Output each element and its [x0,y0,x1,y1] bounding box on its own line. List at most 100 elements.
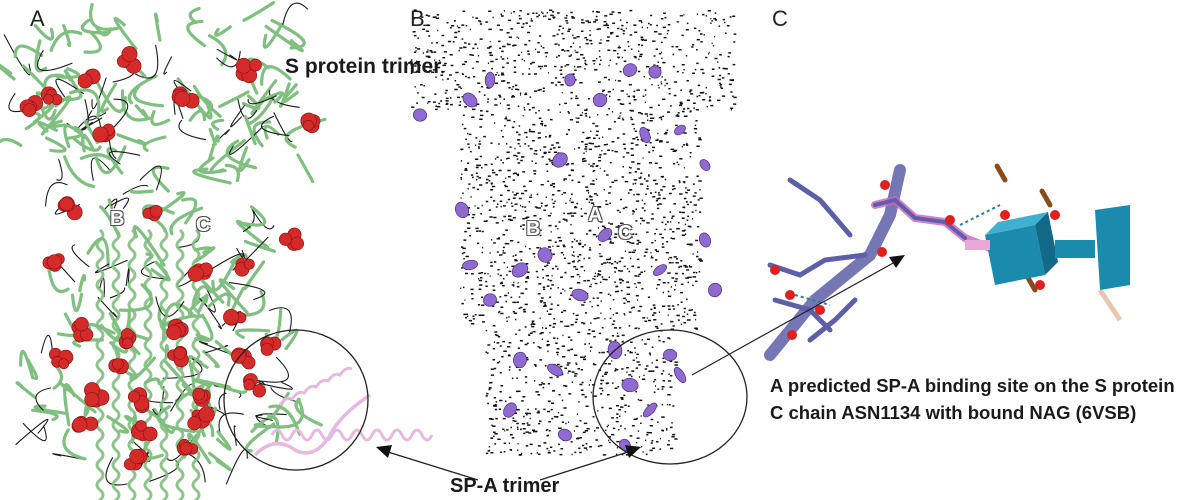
ribbon-strand [254,356,289,383]
panel-b-chain-a-label: A [588,204,603,226]
glycan-blob [121,46,138,63]
ribbon-strand [178,119,207,141]
glycan-blob [112,358,124,370]
glycan-blob [278,232,293,246]
glycan-blob [699,159,711,171]
ribbon-strand [108,312,129,354]
ribbon-strand [216,430,232,451]
ribbon-strand [228,282,266,301]
ribbon-strand [207,34,228,67]
glycan-blob [127,390,141,403]
ribbon-strand [150,110,171,127]
glycan-blob [122,337,134,349]
ribbon-strand [62,24,72,48]
oxygen-atom [770,265,780,275]
glycan-blob [673,366,687,384]
ribbon-strand [281,83,299,104]
glycan-blob [302,120,314,132]
ribbon-strand [187,432,212,465]
ribbon-strand [153,12,162,42]
glycan-blob [412,108,428,122]
ribbon-strand [218,90,250,109]
glycan-blob [648,65,662,79]
ribbon-strand [37,121,58,133]
glycan-blob [252,383,267,398]
ribbon-strand [238,146,251,173]
ribbon-strand [46,262,70,294]
glycan-blob [484,71,496,89]
helix-coil [95,228,105,500]
ribbon-strand [63,69,80,92]
ribbon-strand [135,44,159,79]
ribbon-strand [120,89,151,122]
ribbon-strand [181,197,198,225]
hydrogen-bond [959,204,1001,226]
ribbon-strand [260,65,292,86]
glycan-blob [135,420,147,432]
glycan-blob [674,124,686,136]
ribbon-strand [105,457,128,486]
ribbon-strand [139,165,162,191]
ribbon-strand [95,79,127,113]
glycan-blob [43,94,54,105]
glycan-blob [546,363,564,377]
sp-a-helix [278,366,353,406]
glycosidic-link [965,240,990,250]
protein-backbone [764,164,906,361]
glycan-blob [59,196,74,212]
ribbon-strand [40,334,53,354]
ribbon-strand [151,165,170,193]
ribbon-strand [68,88,101,119]
glycan-blob [92,126,109,143]
sp-a-helix [270,428,434,442]
ribbon-strand [263,124,280,140]
glycan-blob [84,392,100,408]
panel-b-structure [410,9,737,456]
ribbon-strand [198,156,227,175]
ribbon-strand [91,77,107,110]
ribbon-strand [192,84,222,118]
ribbon-strand [296,153,315,183]
ribbon-strand [22,422,47,442]
ribbon-strand [87,110,107,121]
ribbon-strand [106,415,130,434]
ribbon-strand [0,63,16,81]
ribbon-strand [56,67,81,79]
ribbon-strand [218,412,244,434]
glycan-blob [180,442,193,455]
ribbon-strand [129,356,157,382]
glycan-blob [537,247,553,263]
ribbon-strand [229,125,264,155]
panel-b-chain-c-label: C [618,222,633,244]
ribbon-strand [33,24,55,41]
ribbon-strand [78,273,87,293]
ribbon-strand [216,50,241,68]
ribbon-strand [34,39,48,73]
ribbon-strand [188,453,206,483]
oxygen-atom [815,305,825,315]
atom-point-cloud [410,9,737,456]
glycan-blob [592,92,608,108]
ribbon-strand [129,189,154,194]
glycan-blob [149,205,163,218]
glycan-blob [243,258,255,270]
ribbon-strand [163,56,173,75]
pointer-line-b-to-c [691,261,896,376]
ribbon-strand [35,387,52,411]
ribbon-strand [106,147,124,175]
panel-a-chain-b-label: B [110,208,125,230]
ribbon-strand [239,205,267,227]
ribbon-strand [127,74,158,105]
ribbon-strand [186,19,206,47]
ribbon-strand [277,397,304,429]
ribbon-strand [87,322,116,335]
oxygen-atom [880,180,890,190]
sp-a-circle-panel-b [592,329,748,465]
ribbon-strand [225,139,258,170]
ribbon-strand [273,112,293,143]
ribbon-strand [269,307,292,334]
panel-a-chain-c-label: C [196,214,211,236]
hydrogen-bond [794,294,831,306]
glycan-blob [192,387,206,401]
ribbon-strand [83,30,102,54]
